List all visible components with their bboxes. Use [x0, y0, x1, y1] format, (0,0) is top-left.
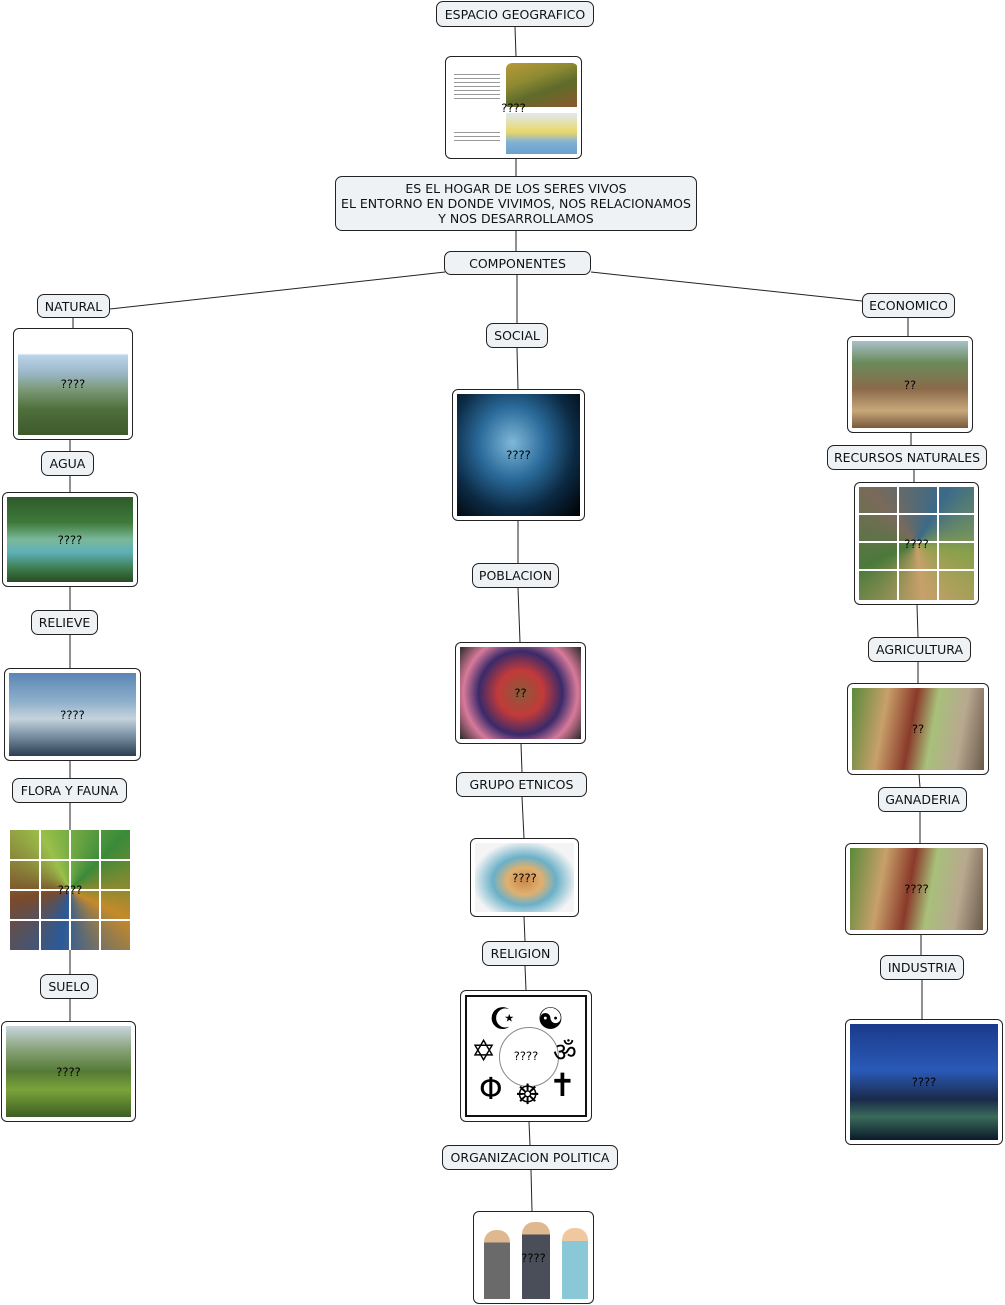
diagram-text-lines	[454, 71, 500, 99]
khanda-icon: Φ	[479, 1072, 503, 1107]
image-placeholder: ????	[911, 1075, 937, 1089]
flora-fauna-node[interactable]: FLORA Y FAUNA	[12, 778, 127, 803]
recursos-naturales-image[interactable]: ????	[854, 482, 979, 605]
religion-node[interactable]: RELIGION	[482, 941, 559, 966]
image-placeholder: ????	[521, 1250, 546, 1265]
image-placeholder: ????	[56, 1064, 81, 1079]
flora-fauna-image[interactable]: ????	[10, 830, 130, 950]
ganaderia-image[interactable]: ????	[845, 843, 988, 935]
image-placeholder: ????	[904, 536, 929, 551]
dharma-wheel-icon: ☸	[515, 1078, 541, 1111]
espacio-geografico-node[interactable]: ESPACIO GEOGRAFICO	[436, 1, 594, 27]
diagram-text-lines-2	[454, 129, 500, 143]
espacio-geografico-image[interactable]: ????	[445, 56, 582, 159]
image-placeholder: ??	[903, 377, 917, 392]
poblacion-image[interactable]: ??	[455, 642, 586, 744]
globe-illustration	[499, 1027, 559, 1087]
image-placeholder: ????	[513, 1049, 539, 1063]
image-placeholder: ??	[514, 686, 527, 700]
image-placeholder: ????	[904, 882, 929, 896]
recursos-naturales-node[interactable]: RECURSOS NATURALES	[827, 445, 987, 470]
image-placeholder: ??	[911, 722, 925, 736]
ganaderia-node[interactable]: GANADERIA	[878, 787, 967, 812]
terrain-illustration	[506, 63, 577, 107]
crescent-icon: ☪	[489, 1002, 516, 1037]
grupo-etnicos-node[interactable]: GRUPO ETNICOS	[456, 772, 587, 797]
relieve-node[interactable]: RELIEVE	[31, 610, 98, 635]
om-icon: ॐ	[553, 1038, 577, 1068]
image-placeholder: ????	[60, 377, 86, 391]
social-node[interactable]: SOCIAL	[486, 323, 548, 348]
social-image[interactable]: ????	[452, 389, 585, 521]
person-figure-3	[562, 1228, 588, 1299]
organizacion-politica-node[interactable]: ORGANIZACION POLITICA	[442, 1145, 618, 1170]
grupo-etnicos-image[interactable]: ????	[470, 838, 579, 917]
person-figure-2	[522, 1222, 550, 1299]
industria-image[interactable]: ????	[845, 1019, 1003, 1145]
componentes-node[interactable]: COMPONENTES	[444, 251, 591, 275]
image-placeholder: ????	[57, 532, 83, 547]
agua-node[interactable]: AGUA	[41, 451, 94, 476]
definicion-node[interactable]: ES EL HOGAR DE LOS SERES VIVOS EL ENTORN…	[335, 176, 697, 231]
agua-image[interactable]: ????	[2, 492, 138, 587]
person-figure-1	[484, 1230, 510, 1299]
relieve-image[interactable]: ????	[4, 668, 141, 761]
cross-icon: ✝	[549, 1066, 576, 1104]
image-placeholder: ????	[512, 870, 537, 885]
poblacion-node[interactable]: POBLACION	[472, 563, 559, 588]
star-of-david-icon: ✡	[471, 1034, 497, 1069]
suelo-image[interactable]: ????	[1, 1021, 136, 1122]
suelo-node[interactable]: SUELO	[40, 974, 98, 999]
agricultura-image[interactable]: ??	[847, 683, 989, 775]
natural-image[interactable]: ????	[13, 328, 133, 440]
image-placeholder: ????	[60, 707, 85, 722]
water-illustration	[506, 113, 577, 154]
photo-collage	[10, 830, 130, 950]
organizacion-politica-image[interactable]: ????	[473, 1211, 594, 1304]
agricultura-node[interactable]: AGRICULTURA	[868, 637, 971, 662]
economico-image[interactable]: ??	[847, 336, 973, 433]
industria-node[interactable]: INDUSTRIA	[880, 955, 964, 980]
image-placeholder: ????	[501, 100, 526, 115]
image-placeholder: ????	[506, 448, 531, 462]
natural-node[interactable]: NATURAL	[37, 294, 110, 318]
yin-yang-icon: ☯	[537, 1002, 564, 1037]
religion-image[interactable]: ☪ ☯ ✡ ॐ Φ ☸ ✝ ????	[460, 990, 592, 1122]
image-placeholder: ????	[57, 883, 83, 897]
economico-node[interactable]: ECONOMICO	[862, 293, 955, 318]
